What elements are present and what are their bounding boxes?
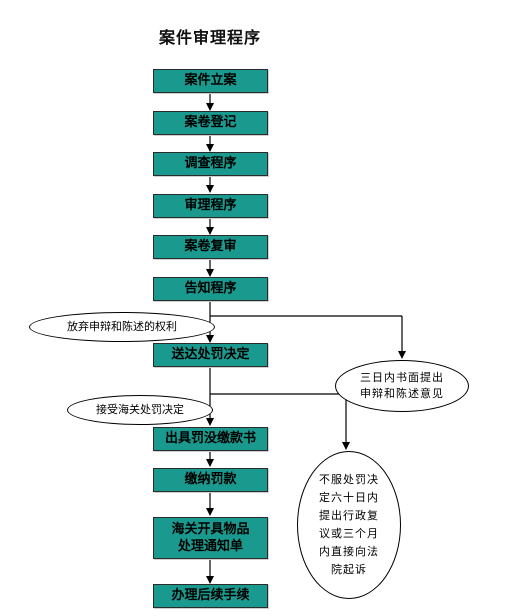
step-investigation: 调查程序 xyxy=(153,152,268,176)
written-defense-line1: 三日内书面提出 xyxy=(360,371,444,384)
dispute-review-line1: 不服处罚决 xyxy=(319,473,379,486)
accept-penalty-note: 接受海关处罚决定 xyxy=(67,395,213,425)
step-follow-up-procedures: 办理后续手续 xyxy=(153,584,268,608)
diagram-title: 案件审理程序 xyxy=(158,28,261,47)
dispute-review-line6: 院起诉 xyxy=(331,563,367,576)
written-defense-line2: 申辩和陈述意见 xyxy=(360,387,444,400)
waive-right-note: 放弃申辩和陈述的权利 xyxy=(29,312,215,342)
written-defense-note: 三日内书面提出 申辩和陈述意见 xyxy=(335,360,469,412)
step-deliver-penalty-decision: 送达处罚决定 xyxy=(153,343,268,367)
step-handling-notice: 海关开具物品 处理通知单 xyxy=(153,517,268,559)
dispute-review-line3: 提出行政复 xyxy=(319,509,379,522)
step-case-filing: 案件立案 xyxy=(153,69,268,93)
dispute-review-note: 不服处罚决 定六十日内 提出行政复 议或三个月 内直接向法 院起诉 xyxy=(297,451,401,599)
step-notification: 告知程序 xyxy=(153,277,268,301)
step-file-registration: 案卷登记 xyxy=(153,111,268,135)
step-issue-payment-form: 出具罚没缴款书 xyxy=(153,427,268,451)
step-pay-fine: 缴纳罚款 xyxy=(153,468,268,492)
dispute-review-line5: 内直接向法 xyxy=(319,545,379,558)
step-hearing: 审理程序 xyxy=(153,194,268,218)
step-handling-notice-line2: 处理通知单 xyxy=(177,539,243,554)
dispute-review-line2: 定六十日内 xyxy=(319,491,379,504)
step-file-review: 案卷复审 xyxy=(153,235,268,259)
dispute-review-line4: 议或三个月 xyxy=(319,527,379,540)
step-handling-notice-line1: 海关开具物品 xyxy=(171,522,250,537)
